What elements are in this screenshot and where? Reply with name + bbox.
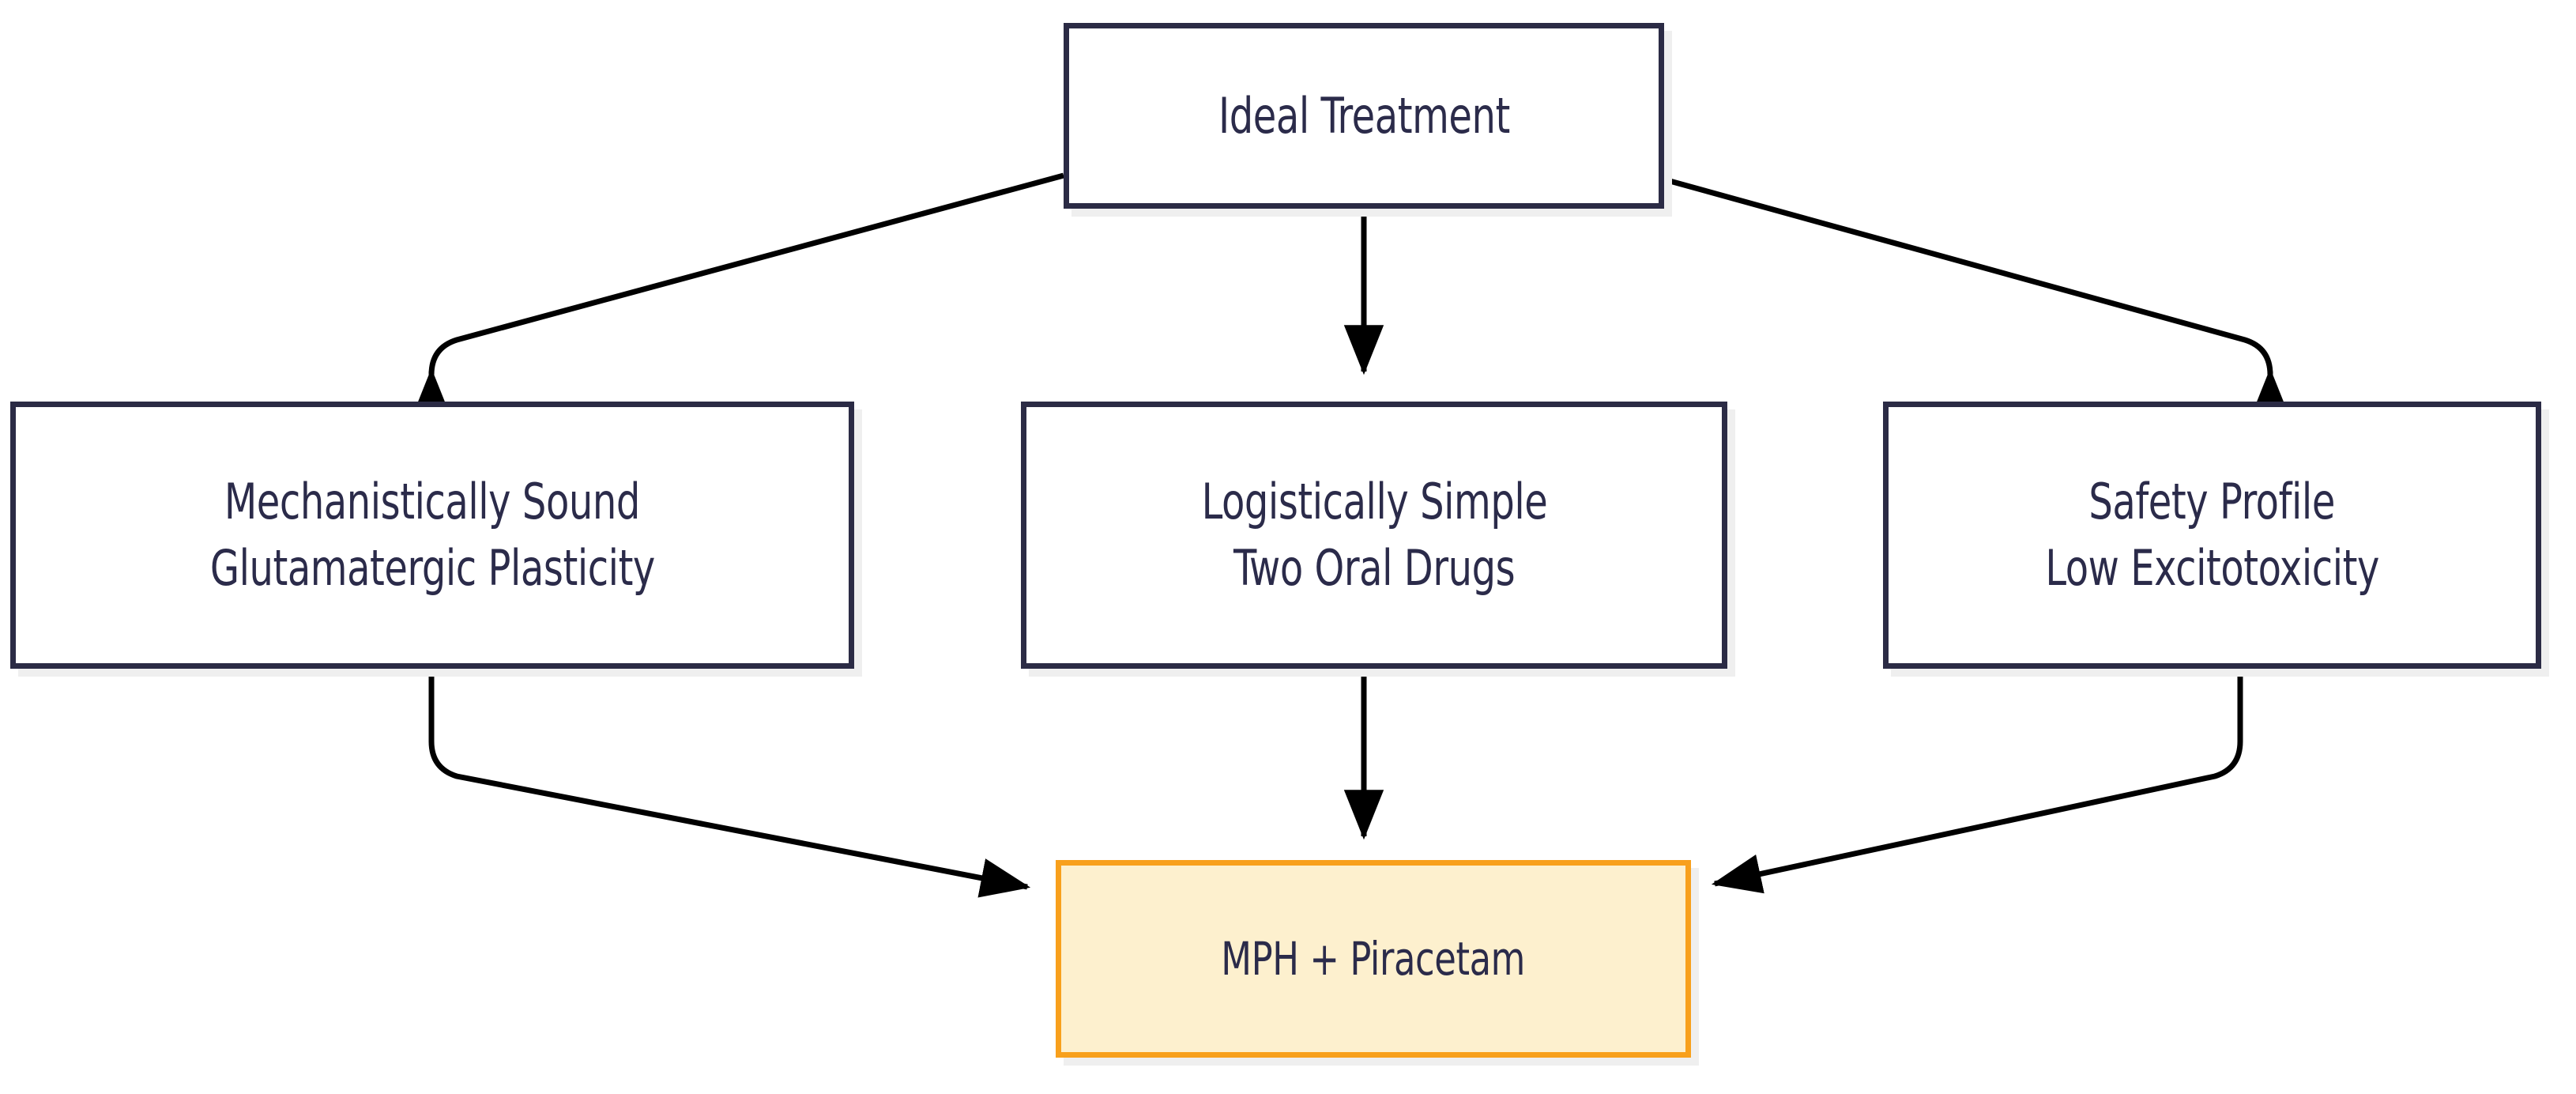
node-logistically-simple-line-1: Logistically Simple <box>1201 473 1547 530</box>
node-safety-profile[interactable]: Safety Profile Low Excitotoxicity <box>1883 402 2541 669</box>
edge-ideal-to-mechanistic <box>411 172 1064 418</box>
node-ideal-treatment-line-1: Ideal Treatment <box>1218 86 1510 145</box>
node-safety-profile-line-1: Safety Profile <box>2088 473 2336 530</box>
node-ideal-treatment[interactable]: Ideal Treatment <box>1064 23 1664 209</box>
node-mph-plus-piracetam-line-1: MPH + Piracetam <box>1221 932 1526 986</box>
node-mph-plus-piracetam[interactable]: MPH + Piracetam <box>1056 860 1691 1058</box>
node-logistically-simple[interactable]: Logistically Simple Two Oral Drugs <box>1021 402 1727 669</box>
edge-ideal-to-safety <box>1663 176 2291 418</box>
node-mechanistically-sound-line-2: Glutamatergic Plasticity <box>209 539 655 597</box>
node-logistically-simple-line-2: Two Oral Drugs <box>1233 539 1516 597</box>
node-safety-profile-line-2: Low Excitotoxicity <box>2045 539 2379 597</box>
node-mechanistically-sound-line-1: Mechanistically Sound <box>224 473 641 530</box>
edge-mechanistic-to-combo <box>428 669 1031 898</box>
node-mechanistically-sound[interactable]: Mechanistically Sound Glutamatergic Plas… <box>10 402 854 669</box>
edge-safety-to-combo <box>1711 669 2243 894</box>
